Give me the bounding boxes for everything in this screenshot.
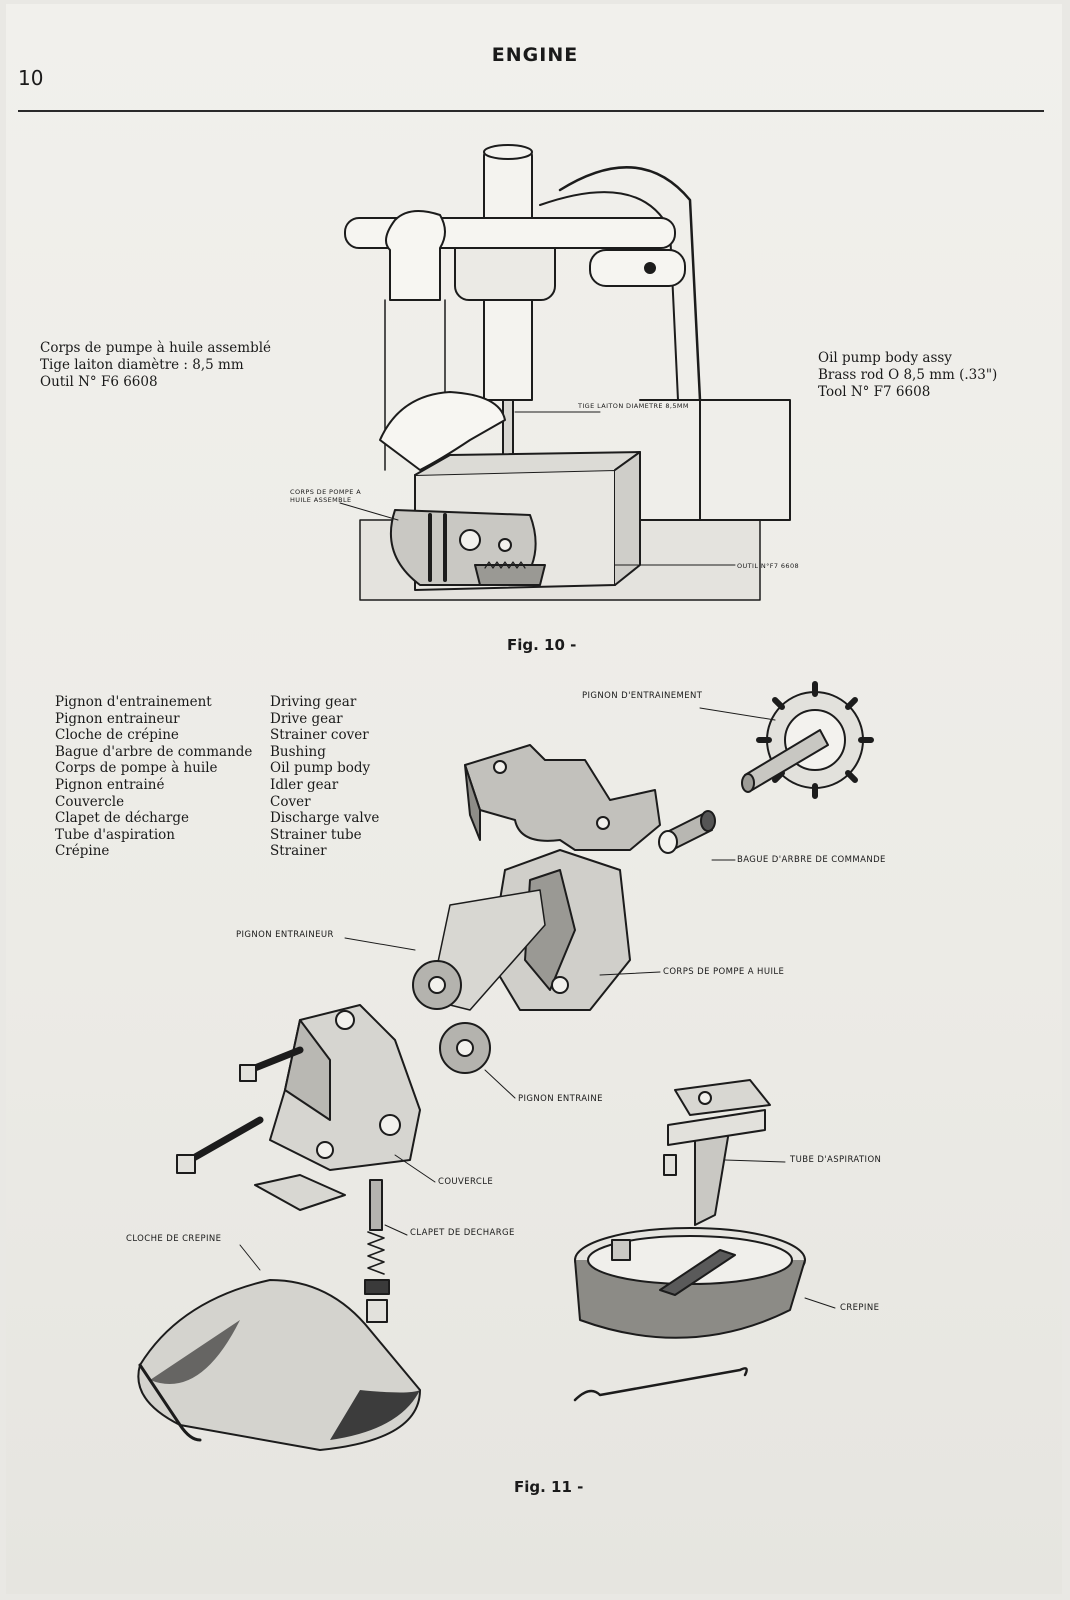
fig11-callout-strainer-cover: CLOCHE DE CREPINE [126,1234,222,1244]
fig11-callout-drive-gear: PIGNON ENTRAINEUR [236,930,334,940]
fig11-english-item: Bushing [270,743,326,760]
fig11-french-legend: Pignon d'entrainement Pignon entraineur … [55,694,252,860]
fig11-callout-cover: COUVERCLE [438,1177,494,1187]
fig11-english-item: Strainer tube [270,826,362,843]
fig11-french-item: Pignon entrainé [55,776,165,793]
fig10-caption: Fig. 10 - [507,636,577,654]
idler-gear-part [439,1022,491,1074]
fig10-callout-rod: TIGE LAITON DIAMETRE 8,5MM [578,402,689,410]
drive-gear-part [412,960,462,1010]
fig10-callout-body-2: HUILE ASSEMBLE [290,496,352,504]
fig11-french-item: Crépine [55,843,110,860]
fig11-callout-discharge-valve: CLAPET DE DECHARGE [410,1228,515,1238]
fig11-french-item: Cloche de crépine [55,727,179,744]
spring-clip-part [573,1367,748,1402]
driving-gear-part [741,681,874,799]
fig10-english-line-2: Brass rod O 8,5 mm (.33") [818,367,998,383]
fig11-french-item: Clapet de décharge [55,810,189,827]
page-number: 10 [18,66,44,90]
strainer-part [574,1227,806,1339]
fig11-french-item: Couvercle [55,793,125,810]
fig10-callout-body-1: CORPS DE POMPE A [290,488,362,496]
fig11-english-item: Strainer [270,843,327,860]
fig10-french-legend: Corps de pumpe à huile assemblé Tige lai… [40,340,271,391]
strainer-cover-part [137,1279,421,1451]
fig11-callout-pump-body: CORPS DE POMPE A HUILE [663,967,785,977]
fig11-callout-strainer: CREPINE [840,1303,880,1313]
fig11-french-item: Tube d'aspiration [55,826,175,843]
fig10-english-legend: Oil pump body assy Brass rod O 8,5 mm (.… [818,350,997,401]
fig11-english-item: Strainer cover [270,727,369,744]
fig10-english-line-3: Tool N° F7 6608 [818,384,931,400]
discharge-valve-part [364,1179,390,1323]
fig10-callout-tool: OUTIL N°F7 6608 [737,562,800,570]
fig11-english-item: Oil pump body [270,760,371,777]
fig11-english-item: Drive gear [270,710,343,727]
fig11-callout-bushing: BAGUE D'ARBRE DE COMMANDE [737,855,886,865]
fig11-english-legend: Driving gear Drive gear Strainer cover B… [270,694,379,860]
pump-body-part [464,744,661,1011]
chapter-title: ENGINE [491,44,579,66]
fig10-english-line-1: Oil pump body assy [818,350,952,366]
fig11-english-item: Discharge valve [270,810,380,827]
fig10-french-line-2: Tige laiton diamètre : 8,5 mm [40,357,244,373]
cover-part [269,1004,421,1171]
header-rule [18,110,1044,112]
fig11-french-item: Corps de pompe à huile [55,760,218,777]
fig10-french-line-3: Outil N° F6 6608 [40,374,158,390]
fig11-callout-driving-gear: PIGNON D'ENTRAINEMENT [582,691,703,701]
fig11-french-item: Pignon d'entrainement [55,694,212,710]
fig11-french-item: Pignon entraineur [55,710,180,727]
fig11-caption: Fig. 11 - [514,1478,584,1496]
fig11-callout-idler-gear: PIGNON ENTRAINE [518,1094,603,1104]
fig11-english-item: Cover [270,793,311,810]
fig10-french-line-1: Corps de pumpe à huile assemblé [40,340,272,356]
fig11-english-item: Idler gear [270,776,339,793]
fig11-french-item: Bague d'arbre de commande [55,743,253,760]
bushing-part [658,810,716,854]
suction-tube-part [663,1079,771,1226]
fig11-callout-suction-tube: TUBE D'ASPIRATION [790,1155,882,1165]
fig11-english-item: Driving gear [270,694,357,710]
